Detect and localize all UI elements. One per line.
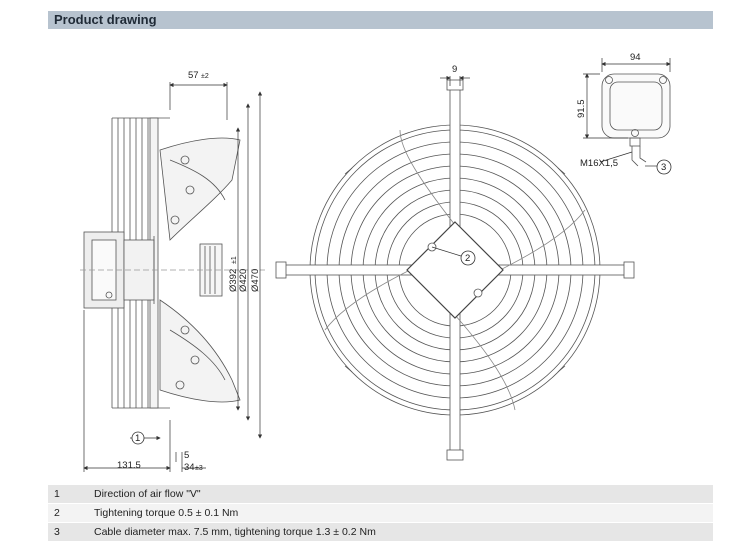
label-thread: M16X1,5 (580, 158, 618, 169)
callout-2: 2 (431, 246, 476, 266)
dim-grill-width: 9 (452, 64, 457, 75)
dim-motor-depth: 131.5 (117, 460, 141, 471)
front-dimensions (440, 75, 470, 86)
dim-bottom-offset: 34 (184, 462, 195, 473)
legend-text: Cable diameter max. 7.5 mm, tightening t… (88, 522, 713, 542)
blades-front (324, 129, 586, 411)
blades-side (159, 137, 241, 403)
dim-side-depth-tol: ±2 (201, 73, 209, 80)
dim-box-width: 94 (630, 52, 641, 63)
legend-text: Direction of air flow "V" (88, 485, 713, 504)
legend-number: 2 (48, 503, 88, 523)
dim-side-depth: 57 (188, 70, 199, 81)
legend-text: Tightening torque 0.5 ± 0.1 Nm (88, 503, 713, 523)
dim-box-height: 91.5 (576, 100, 587, 119)
legend-number: 3 (48, 522, 88, 542)
legend-row: 3 Cable diameter max. 7.5 mm, tightening… (48, 522, 713, 542)
box-dimensions (583, 58, 671, 163)
terminal-box (601, 73, 671, 167)
dim-outer-diameter: Ø470 (250, 269, 261, 292)
side-dimensions (83, 82, 263, 472)
dim-blade-diameter-tol: ±1 (231, 256, 238, 264)
legend-number: 1 (48, 485, 88, 504)
svg-text:2: 2 (465, 253, 470, 264)
dim-bottom-small: 5 (184, 450, 189, 461)
callout-3: 3 (645, 159, 672, 175)
section-title: Product drawing (54, 12, 157, 27)
hub (406, 221, 504, 319)
dim-blade-diameter: Ø392 (228, 269, 239, 292)
product-drawing: 57 ±2 Ø392 ±1 Ø420 Ø470 131.5 5 34 ±3 1 (80, 52, 672, 473)
legend-row: 2 Tightening torque 0.5 ± 0.1 Nm (48, 503, 713, 523)
legend-table: 1 Direction of air flow "V" 2 Tightening… (48, 485, 713, 542)
svg-text:3: 3 (661, 162, 666, 173)
callout-1: 1 (131, 431, 145, 445)
front-view (275, 79, 635, 461)
legend-row: 1 Direction of air flow "V" (48, 485, 713, 504)
dim-inner-diameter: Ø420 (238, 269, 249, 292)
svg-text:1: 1 (135, 433, 140, 444)
side-view (80, 117, 265, 409)
section-header: Product drawing (48, 11, 713, 29)
dim-bottom-offset-tol: ±3 (195, 465, 203, 472)
